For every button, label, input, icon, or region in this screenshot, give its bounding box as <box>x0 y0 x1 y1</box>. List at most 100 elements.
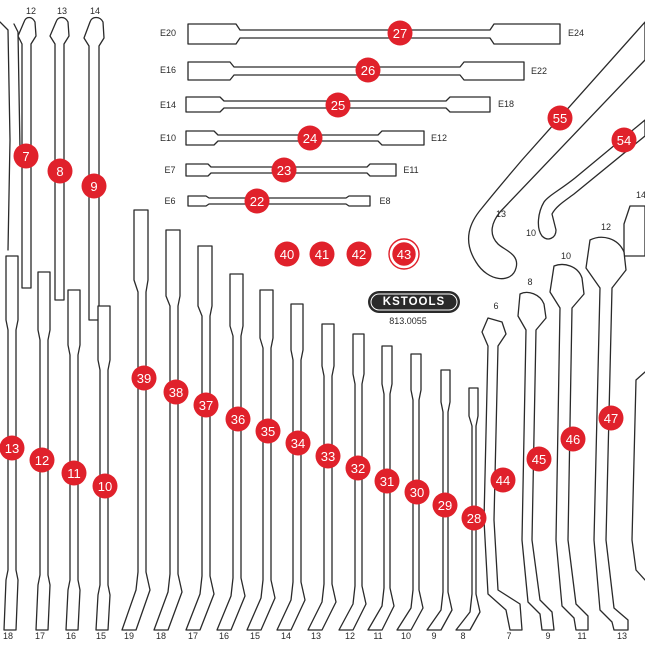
size-label: 15 <box>250 631 260 641</box>
size-label: 13 <box>57 6 67 16</box>
badge-circle <box>315 443 341 469</box>
size-label: 14 <box>636 190 645 200</box>
spanner-outline-11c <box>367 345 395 631</box>
size-label: 6 <box>493 301 498 311</box>
badge-circle <box>193 392 219 418</box>
badge-number: 26 <box>361 63 375 78</box>
badge-number: 54 <box>617 133 631 148</box>
badge-circle <box>285 430 311 456</box>
badge-circle <box>611 127 637 153</box>
badge-number: 44 <box>496 473 510 488</box>
position-badge: 10 <box>92 473 118 499</box>
badge-circle <box>0 435 25 461</box>
size-label: 9 <box>431 631 436 641</box>
badge-circle <box>131 365 157 391</box>
size-label: 8 <box>527 277 532 287</box>
position-badge: 26 <box>355 57 381 83</box>
badge-circle <box>274 241 300 267</box>
badge-number: 32 <box>351 461 365 476</box>
torx-size-label-right: E11 <box>403 165 418 175</box>
badge-circle <box>225 406 251 432</box>
torx-spanner-outline <box>187 23 561 45</box>
badge-number: 38 <box>169 385 183 400</box>
size-label: 17 <box>188 631 198 641</box>
position-badge: 38 <box>163 379 189 405</box>
badge-number: 40 <box>280 247 294 262</box>
badge-number: 31 <box>380 474 394 489</box>
size-label: 10 <box>526 228 536 238</box>
badge-circle <box>432 492 458 518</box>
size-label: 15 <box>96 631 106 641</box>
position-badge: 34 <box>285 430 311 456</box>
badge-number: 45 <box>532 452 546 467</box>
spanner-outline-17c <box>185 245 215 631</box>
badge-number: 41 <box>315 247 329 262</box>
position-badge: 11 <box>61 460 87 486</box>
position-badge: 28 <box>461 505 487 531</box>
position-badge: 43 <box>388 238 420 270</box>
badge-number: 39 <box>137 371 151 386</box>
spanner-outline <box>13 23 21 151</box>
offset-spanner-outline-14 <box>623 205 645 257</box>
badge-circle <box>560 426 586 452</box>
badge-number: 11 <box>67 466 81 481</box>
size-label: 13 <box>311 631 321 641</box>
badge-circle <box>387 20 413 46</box>
badge-circle <box>29 447 55 473</box>
position-badge: 46 <box>560 426 586 452</box>
badge-number: 12 <box>35 453 49 468</box>
position-badge: 37 <box>193 392 219 418</box>
size-label: 14 <box>281 631 291 641</box>
spanner-outline-12c <box>338 333 367 631</box>
badge-circle <box>355 57 381 83</box>
size-label: 12 <box>601 222 611 232</box>
badge-number: 34 <box>291 436 305 451</box>
badge-number: 55 <box>553 111 567 126</box>
torx-size-label-right: E8 <box>379 196 390 206</box>
size-label: 19 <box>124 631 134 641</box>
position-badge: 33 <box>315 443 341 469</box>
badge-number: 9 <box>90 179 97 194</box>
spanner-outline-9c <box>426 369 453 631</box>
position-badge: 23 <box>271 157 297 183</box>
position-badge: 29 <box>432 492 458 518</box>
spanner-outline-10c <box>396 353 424 631</box>
size-label: 8 <box>460 631 465 641</box>
position-badge: 7 <box>13 143 39 169</box>
badge-circle <box>598 405 624 431</box>
spanner-outline-16 <box>65 289 81 631</box>
size-label: 12 <box>345 631 355 641</box>
size-label: 13 <box>496 209 506 219</box>
logo-brand-text: KSTOOLS <box>383 296 445 308</box>
position-badge: 12 <box>29 447 55 473</box>
spanner-outline-16c <box>216 273 246 631</box>
badge-number: 46 <box>566 432 580 447</box>
position-badge: 47 <box>598 405 624 431</box>
badge-number: 30 <box>410 485 424 500</box>
badge-circle <box>244 188 270 214</box>
spanner-outline-19 <box>121 209 151 631</box>
badge-circle <box>547 105 573 131</box>
badge-number: 24 <box>303 131 317 146</box>
badge-number: 29 <box>438 498 452 513</box>
badge-circle <box>297 125 323 151</box>
size-label: 10 <box>561 251 571 261</box>
torx-size-label-right: E22 <box>531 66 547 76</box>
brand-logo: KSTOOLS 813.0055 <box>368 291 460 326</box>
bent-spanner-outline-7 <box>481 317 523 631</box>
size-label: 16 <box>219 631 229 641</box>
position-badge: 39 <box>131 365 157 391</box>
badge-circle <box>404 479 430 505</box>
badge-circle <box>255 418 281 444</box>
size-label: 9 <box>545 631 550 641</box>
badge-number: 28 <box>467 511 481 526</box>
badge-ring <box>388 238 420 270</box>
position-badge: 30 <box>404 479 430 505</box>
size-label: 18 <box>3 631 13 641</box>
badge-circle <box>526 446 552 472</box>
badge-number: 8 <box>56 164 63 179</box>
torx-size-label-left: E7 <box>164 165 175 175</box>
badge-circle <box>81 173 107 199</box>
